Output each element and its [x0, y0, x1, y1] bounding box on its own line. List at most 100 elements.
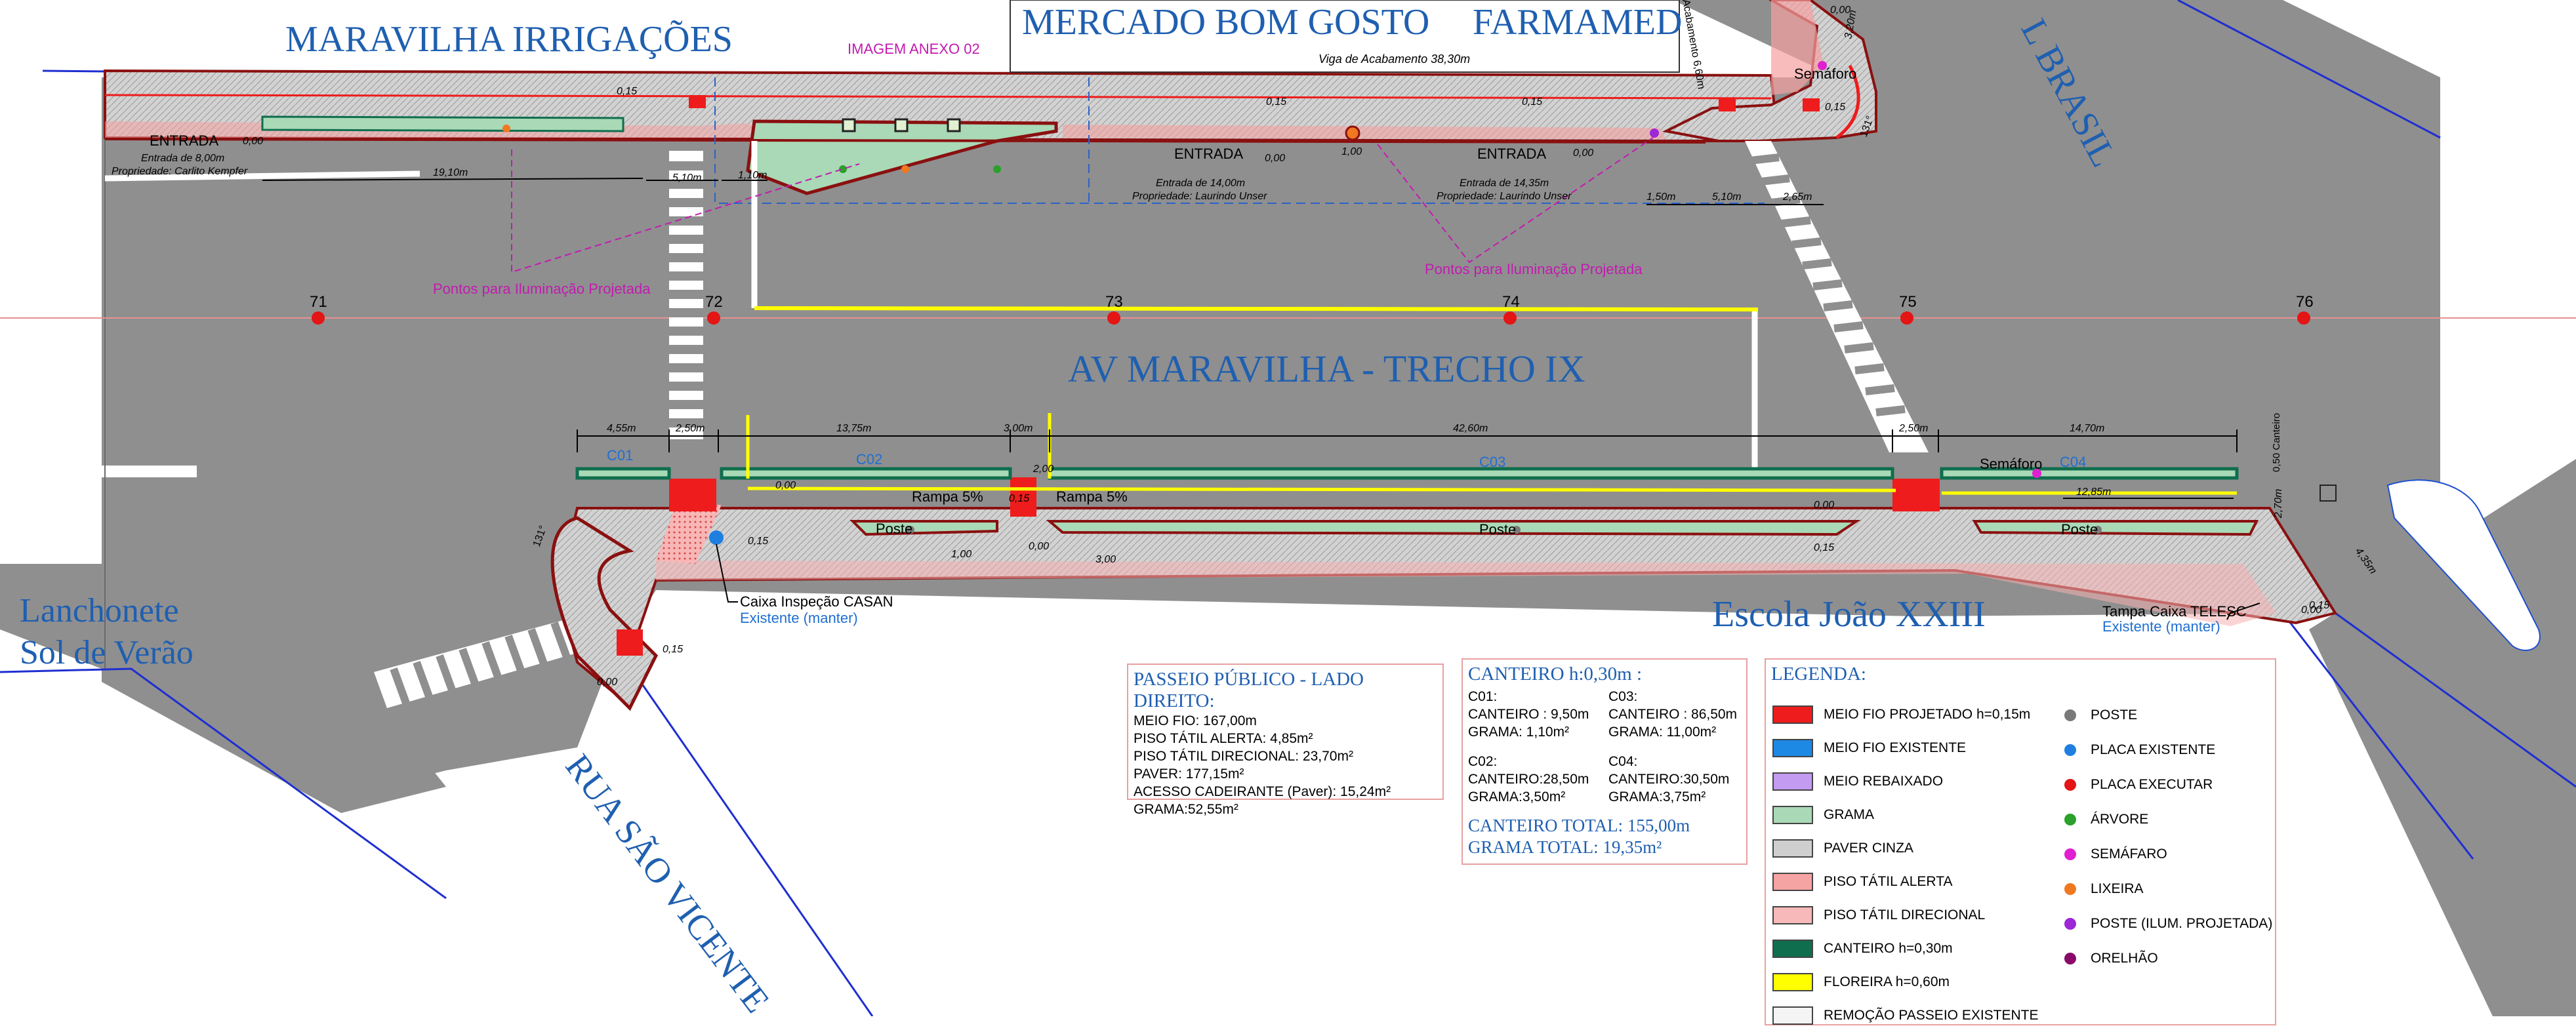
station-marker — [1900, 311, 1913, 325]
station-marker — [707, 311, 720, 325]
dim-label: 0,15 — [2309, 600, 2329, 611]
canteiro-code: C01 — [607, 447, 633, 464]
canteiro-code: C03 — [1479, 454, 1505, 470]
legend-label: GRAMA — [1824, 806, 1875, 822]
dim-label: 19,10m — [433, 167, 468, 178]
legend-symbol — [2064, 917, 2076, 930]
legend-item: POSTE — [2064, 698, 2272, 732]
canteiro-code: C02 — [856, 451, 882, 467]
dim-label: 0,00 — [1265, 153, 1285, 164]
legend-title: LEGENDA: — [1771, 664, 1866, 685]
place-escola: Escola João XXIII — [1712, 594, 1986, 635]
passeio-line: ACESSO CADEIRANTE (Paver): 15,24m² — [1134, 784, 1391, 799]
semaforo-top-label: Semáforo — [1794, 66, 1856, 82]
legend-item: PLACA EXISTENTE — [2064, 732, 2272, 767]
legend-swatch — [1772, 772, 1813, 791]
place-farmamed: FARMAMED — [1473, 2, 1682, 43]
canteiro-summary-box: CANTEIRO h:0,30m : C01: CANTEIRO : 9,50m… — [1462, 658, 1748, 865]
dim-label: 5,10m — [672, 172, 701, 184]
passeio-title: PASSEIO PÚBLICO - LADO DIREITO: — [1134, 669, 1364, 711]
telesc-box-status: Existente (manter) — [2102, 618, 2220, 635]
canteiro-total: CANTEIRO TOTAL: 155,00m — [1468, 816, 1690, 835]
legend-symbol — [2064, 883, 2076, 895]
canteiro-block-c03: C03: CANTEIRO : 86,50m GRAMA: 11,00m² — [1608, 688, 1741, 741]
legend-item: PISO TÁTIL ALERTA — [1772, 865, 2039, 898]
passeio-line: PISO TÁTIL ALERTA: 4,85m² — [1134, 731, 1313, 746]
lighting-leader-lines — [511, 137, 1654, 273]
dim-label: 0,00 — [1573, 148, 1593, 159]
legend-item: SEMÁFARO — [2064, 837, 2272, 871]
canteiro-block-head: C01: — [1468, 689, 1498, 704]
dim-label: 0,15 — [1009, 493, 1029, 504]
dim-label: 4,55m — [607, 423, 636, 434]
street-avenue-name: AV MARAVILHA - TRECHO IX — [1068, 347, 1585, 390]
dim-label: 5,10m — [1712, 191, 1741, 203]
legend-swatch — [1772, 839, 1813, 858]
dim-label: 0,15 — [748, 536, 768, 547]
legend-swatch — [1772, 905, 1813, 924]
legend-label: MEIO FIO PROJETADO h=0,15m — [1824, 706, 2031, 722]
legend-swatch — [1772, 738, 1813, 757]
legend-label: PAVER CINZA — [1824, 840, 1913, 856]
legend-label: PISO TÁTIL ALERTA — [1824, 873, 1953, 889]
grama-total: GRAMA TOTAL: 19,35m² — [1468, 837, 1662, 857]
dim-label: 3,00 — [1095, 554, 1116, 565]
dim-label: 14,70m — [2070, 423, 2104, 434]
canteiros — [575, 413, 2259, 536]
dim-label: 0,00 — [1830, 5, 1850, 16]
viga-label: Viga de Acabamento 38,30m — [1319, 52, 1470, 66]
bottom-sidewalk — [550, 477, 2338, 711]
station-label: 72 — [705, 293, 723, 311]
legend-swatch — [1772, 705, 1813, 724]
legend-item: ORELHÃO — [2064, 941, 2272, 976]
dim-label: 2,65m — [1782, 191, 1812, 203]
dim-label: 42,60m — [1453, 423, 1488, 434]
legend-swatch — [1772, 805, 1813, 824]
bottom-dimension-lines — [577, 429, 2238, 499]
legend-label: SEMÁFARO — [2091, 846, 2167, 862]
passeio-line: PAVER: 177,15m² — [1134, 766, 1244, 782]
legend-swatch — [1772, 972, 1813, 991]
place-maravilha-irrigacoes: MARAVILHA IRRIGAÇÕES — [285, 19, 733, 60]
place-mercado-bom-gosto: MERCADO BOM GOSTO — [1022, 2, 1429, 43]
casan-box-label: Caixa Inspeção CASAN — [740, 593, 893, 610]
station-label: 71 — [310, 293, 327, 311]
telesc-box-label: Tampa Caixa TELESC — [2102, 603, 2247, 620]
entrada-3-sub: Entrada de 14,35m — [1460, 178, 1549, 189]
canteiro-block-c04: C04: CANTEIRO:30,50m GRAMA:3,75m² — [1608, 753, 1741, 806]
street-rua-sao-vicente: RUA SÃO VICENTE — [558, 747, 777, 1016]
dim-label: 0,00 — [1814, 500, 1834, 511]
stations — [312, 311, 2310, 325]
top-sidewalk — [104, 0, 1877, 204]
legend-symbol — [2064, 848, 2076, 860]
legend-label: REMOÇÃO PASSEIO EXISTENTE — [1824, 1007, 2039, 1023]
legend-item: REMOÇÃO PASSEIO EXISTENTE — [1772, 999, 2039, 1032]
station-label: 73 — [1105, 293, 1123, 311]
lighting-points-label-right: Pontos para Iluminação Projetada — [1425, 261, 1643, 277]
dim-label: 1,00 — [1341, 146, 1362, 157]
entrada-2-prop: Propriedade: Laurindo Unser — [1132, 191, 1267, 202]
dim-label: 0,00 — [597, 677, 617, 688]
dim-label: 2,00 — [1032, 464, 1053, 475]
entrada-3-label: ENTRADA — [1477, 146, 1546, 162]
passeio-line: MEIO FIO: 167,00m — [1134, 713, 1257, 728]
telesc-leader — [2226, 603, 2260, 620]
legend-swatch — [1772, 939, 1813, 958]
canteiro-block-c02: C02: CANTEIRO:28,50m GRAMA:3,50m² — [1468, 753, 1601, 806]
legend-label: PLACA EXISTENTE — [2091, 742, 2216, 757]
legend-item: GRAMA — [1772, 798, 2039, 831]
canteiro-block-grass: GRAMA: 1,10m² — [1468, 724, 1570, 740]
entrada-1-prop: Propriedade: Carlito Kempfer — [112, 166, 248, 177]
legend-symbol — [2064, 813, 2076, 825]
station-marker — [1503, 311, 1517, 325]
dim-label: 0,15 — [617, 86, 637, 97]
dim-label: 0,00 — [2301, 605, 2321, 616]
canteiro-block-grass: GRAMA:3,75m² — [1608, 789, 1706, 804]
canteiro-block-grass: GRAMA: 11,00m² — [1608, 724, 1717, 740]
canteiro-block-head: C03: — [1608, 689, 1638, 704]
cordoalha-label: 0,50 Canteiro — [2271, 413, 2282, 472]
legend-item: CANTEIRO h=0,30m — [1772, 932, 2039, 965]
legend-item: POSTE (ILUM. PROJETADA) — [2064, 906, 2272, 941]
